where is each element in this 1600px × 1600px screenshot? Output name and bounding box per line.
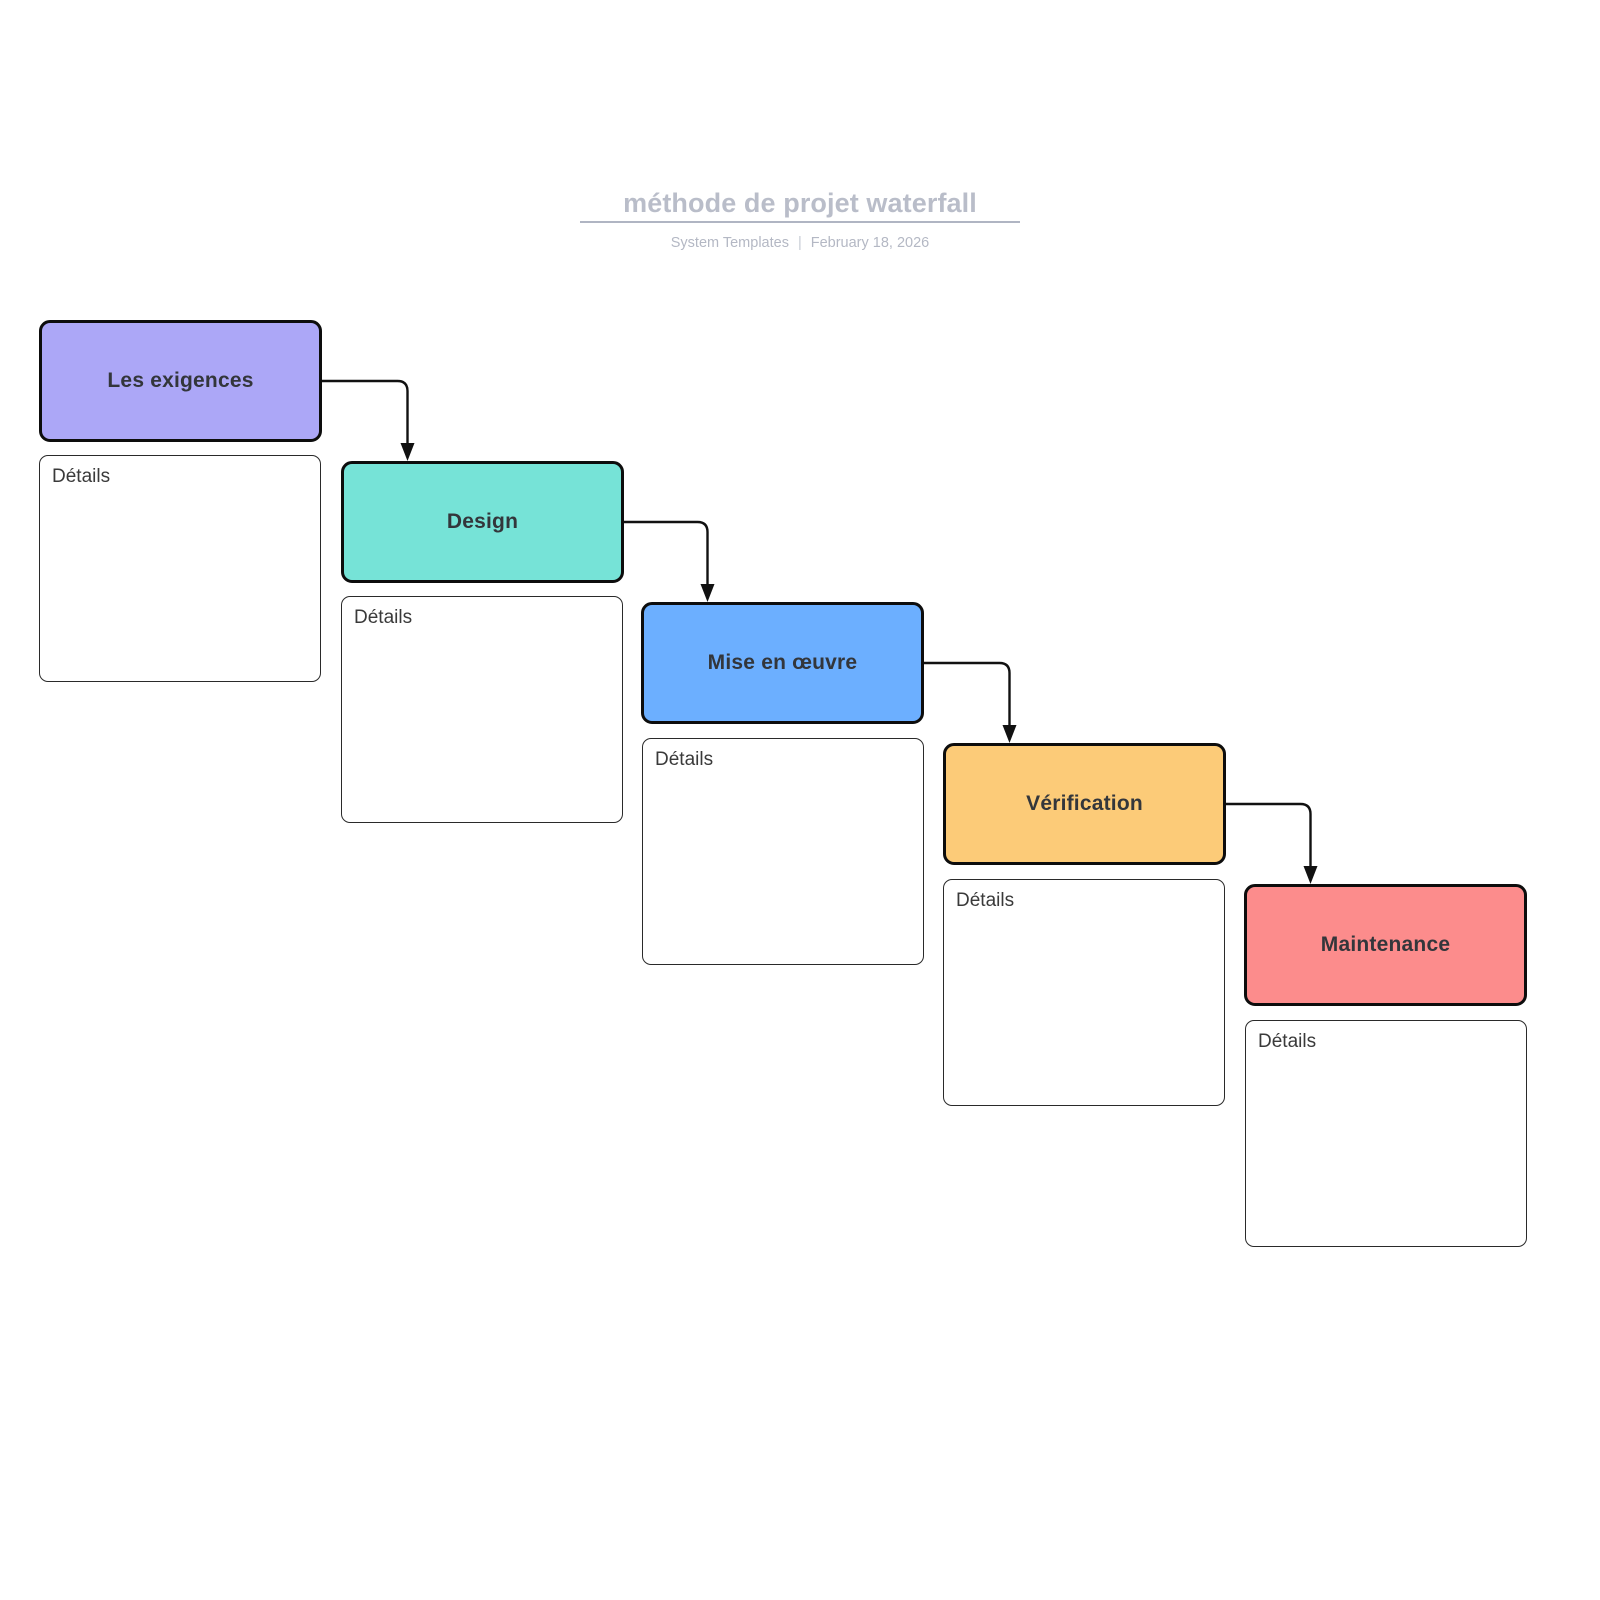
- stage-label: Les exigences: [107, 369, 254, 392]
- connector-verification-to-maintenance: [1226, 802, 1318, 884]
- document-header: méthode de projet waterfall System Templ…: [0, 186, 1600, 252]
- stage-label: Maintenance: [1320, 933, 1451, 956]
- connector-design-to-implementation: [624, 520, 715, 602]
- stage-box-verification[interactable]: Vérification: [943, 743, 1226, 865]
- connector-arrowhead: [400, 443, 415, 461]
- details-box-design[interactable]: Détails: [341, 596, 623, 823]
- connector-requirements-to-design: [322, 379, 415, 461]
- subtitle-separator: |: [797, 235, 802, 251]
- stage-label: Mise en œuvre: [707, 651, 858, 674]
- details-box-requirements[interactable]: Détails: [39, 455, 321, 682]
- title-underline: [580, 221, 1020, 223]
- stage-box-maintenance[interactable]: Maintenance: [1244, 884, 1527, 1006]
- connector-line: [322, 379, 409, 443]
- details-label: Détails: [52, 466, 111, 487]
- connector-arrowhead: [1002, 725, 1017, 743]
- stage-box-design[interactable]: Design: [341, 461, 624, 583]
- page-title: méthode de projet waterfall: [623, 188, 977, 218]
- details-label: Détails: [354, 607, 413, 628]
- stage-box-requirements[interactable]: Les exigences: [39, 320, 322, 442]
- connector-implementation-to-verification: [924, 661, 1017, 743]
- details-label: Détails: [655, 749, 714, 770]
- subtitle-source: System Templates: [670, 235, 789, 251]
- details-label: Détails: [956, 890, 1015, 911]
- stage-label: Vérification: [1026, 792, 1143, 815]
- stage-box-implementation[interactable]: Mise en œuvre: [641, 602, 924, 724]
- connector-line: [1226, 802, 1312, 866]
- connector-line: [624, 520, 709, 584]
- connector-line: [924, 661, 1011, 725]
- stage-label: Design: [446, 510, 519, 533]
- details-box-implementation[interactable]: Détails: [642, 738, 924, 965]
- details-label: Détails: [1258, 1031, 1317, 1052]
- subtitle-date: February 18, 2026: [810, 235, 930, 251]
- document-subtitle: System Templates | February 18, 2026: [0, 234, 1600, 252]
- connector-arrowhead: [1303, 866, 1318, 884]
- connector-arrowhead: [700, 584, 715, 602]
- details-box-maintenance[interactable]: Détails: [1245, 1020, 1527, 1247]
- details-box-verification[interactable]: Détails: [943, 879, 1225, 1106]
